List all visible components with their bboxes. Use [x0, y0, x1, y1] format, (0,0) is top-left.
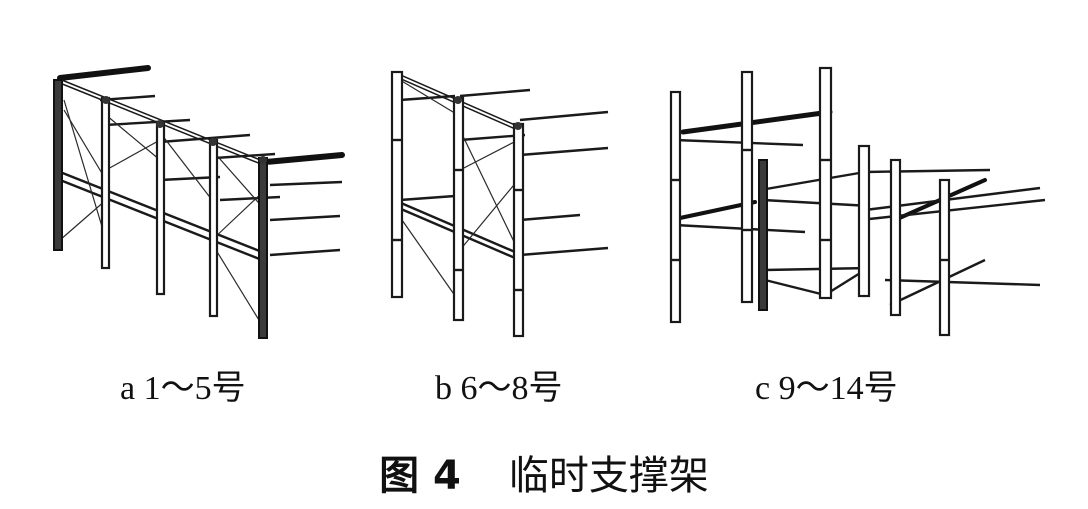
support-frame-drawing-b	[390, 70, 609, 338]
truss-diagram-b	[380, 60, 610, 350]
truss-diagram-a	[40, 60, 360, 350]
panel-label-b: b 6～8号	[435, 370, 563, 407]
support-frame-drawing-c	[669, 66, 1046, 337]
truss-diagram-c	[655, 60, 1055, 350]
panel-label-a: a 1～5号	[120, 370, 246, 407]
support-frame-drawing-a	[53, 65, 345, 339]
figure-number: 图 4	[379, 453, 461, 499]
figure-title: 临时支撑架	[508, 453, 709, 499]
figure-caption: 图 4 临时支撑架	[0, 443, 1088, 501]
panel-label-c: c 9～14号	[755, 370, 898, 407]
